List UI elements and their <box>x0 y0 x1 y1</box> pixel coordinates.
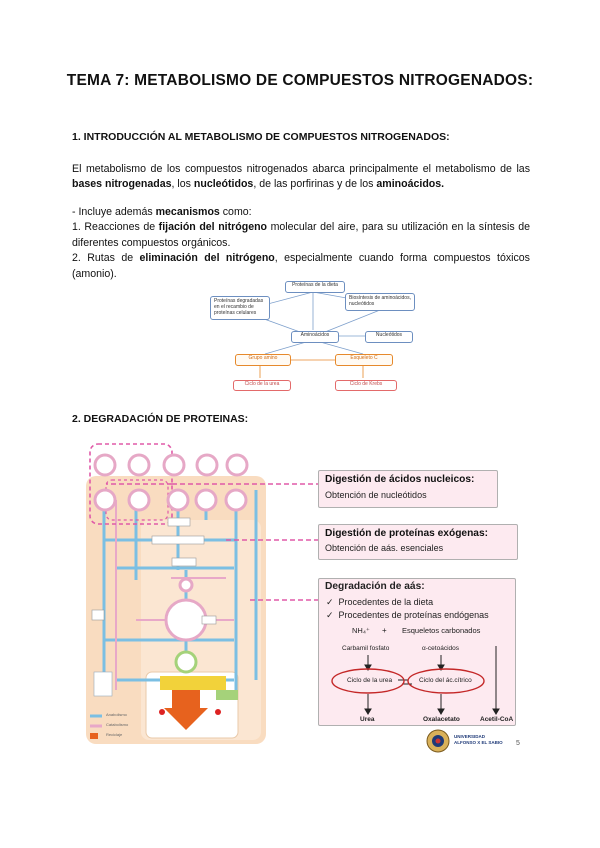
urea-label: Urea <box>360 716 375 723</box>
biosynthesis-box: Biosíntesis de aminoácidos, nucleótidos <box>345 293 415 311</box>
acetyl-coa-label: Acetil-CoA <box>480 716 514 723</box>
callout-2-subtitle: Obtención de aás. esenciales <box>325 543 444 553</box>
carbamoyl-phosphate-label: Carbamil fosfato <box>342 645 390 652</box>
mechanism-1: 1. Reacciones de fijación del nitrógeno … <box>72 221 530 249</box>
mechanisms-intro: - Incluye además mecanismos como: <box>72 206 252 218</box>
urea-cycle-label: Ciclo de la urea <box>347 677 393 684</box>
callout-3-title: Degradación de aás: <box>325 581 425 592</box>
logo-line-2: ALFONSO X EL SABIO <box>454 740 503 745</box>
check-item-endogenous: ✓ Procedentes de proteínas endógenas <box>326 610 489 620</box>
dietary-proteins-box: Proteínas de la dieta <box>285 281 345 293</box>
protein-degradation-figure: Digestión de ácidos nucleicos: Obtención… <box>76 440 526 750</box>
callout-nucleic-acid-digestion: Digestión de ácidos nucleicos: Obtención… <box>318 470 498 508</box>
page-title: TEMA 7: METABOLISMO DE COMPUESTOS NITROG… <box>66 72 534 89</box>
legend-recycling: Reciclaje <box>106 732 123 737</box>
oxaloacetate-label: Oxalacetato <box>423 716 460 723</box>
nucleotides-box: Nucleótidos <box>365 331 413 343</box>
callout-1-subtitle: Obtención de nucleótidos <box>325 490 427 500</box>
pathway-diagram <box>86 443 500 744</box>
amino-group-box: Grupo amino <box>235 354 291 366</box>
section-1-heading: 1. INTRODUCCIÓN AL METABOLISMO DE COMPUE… <box>72 131 450 143</box>
university-seal-icon <box>426 729 450 753</box>
section-2-heading: 2. DEGRADACIÓN DE PROTEINAS: <box>72 413 249 425</box>
callout-aa-degradation <box>318 578 516 726</box>
degraded-proteins-box: Proteínas degradadas en el recambio de p… <box>210 296 270 320</box>
ketoacids-label: α-cetoácidos <box>422 645 459 652</box>
nitrogen-overview-diagram: Proteínas de la dieta Proteínas degradad… <box>205 280 435 400</box>
logo-line-1: UNIVERSIDAD <box>454 734 486 739</box>
university-logo: UNIVERSIDAD ALFONSO X EL SABIO <box>426 728 516 754</box>
callout-1-title: Digestión de ácidos nucleicos: <box>325 474 475 485</box>
ammonium-label: NH₄⁺ <box>352 626 370 635</box>
carbon-skeletons-label: Esqueletos carbonados <box>402 626 481 635</box>
mechanisms-list: - Incluye además mecanismos como: 1. Rea… <box>72 205 530 282</box>
callout-2-title: Digestión de proteínas exógenas: <box>325 528 489 539</box>
page-number: 5 <box>516 740 520 747</box>
urea-cycle-box: Ciclo de la urea <box>233 380 291 391</box>
aminoacids-box: Aminoácidos <box>291 331 339 343</box>
plus-sign: + <box>382 626 387 635</box>
intro-paragraph: El metabolismo de los compuestos nitroge… <box>72 163 530 191</box>
legend-anabolism: Anabolismo <box>106 712 127 717</box>
citric-cycle-label: Ciclo del ác.cítrico <box>419 677 472 684</box>
legend-catabolism: Catabolismo <box>106 722 129 727</box>
callout-protein-digestion: Digestión de proteínas exógenas: Obtenci… <box>318 524 518 560</box>
carbon-skeleton-box: Esqueleto C <box>335 354 393 366</box>
krebs-cycle-box: Ciclo de Krebs <box>335 380 397 391</box>
mechanism-2: 2. Rutas de eliminación del nitrógeno, e… <box>72 252 530 280</box>
check-item-diet: ✓ Procedentes de la dieta <box>326 597 434 607</box>
